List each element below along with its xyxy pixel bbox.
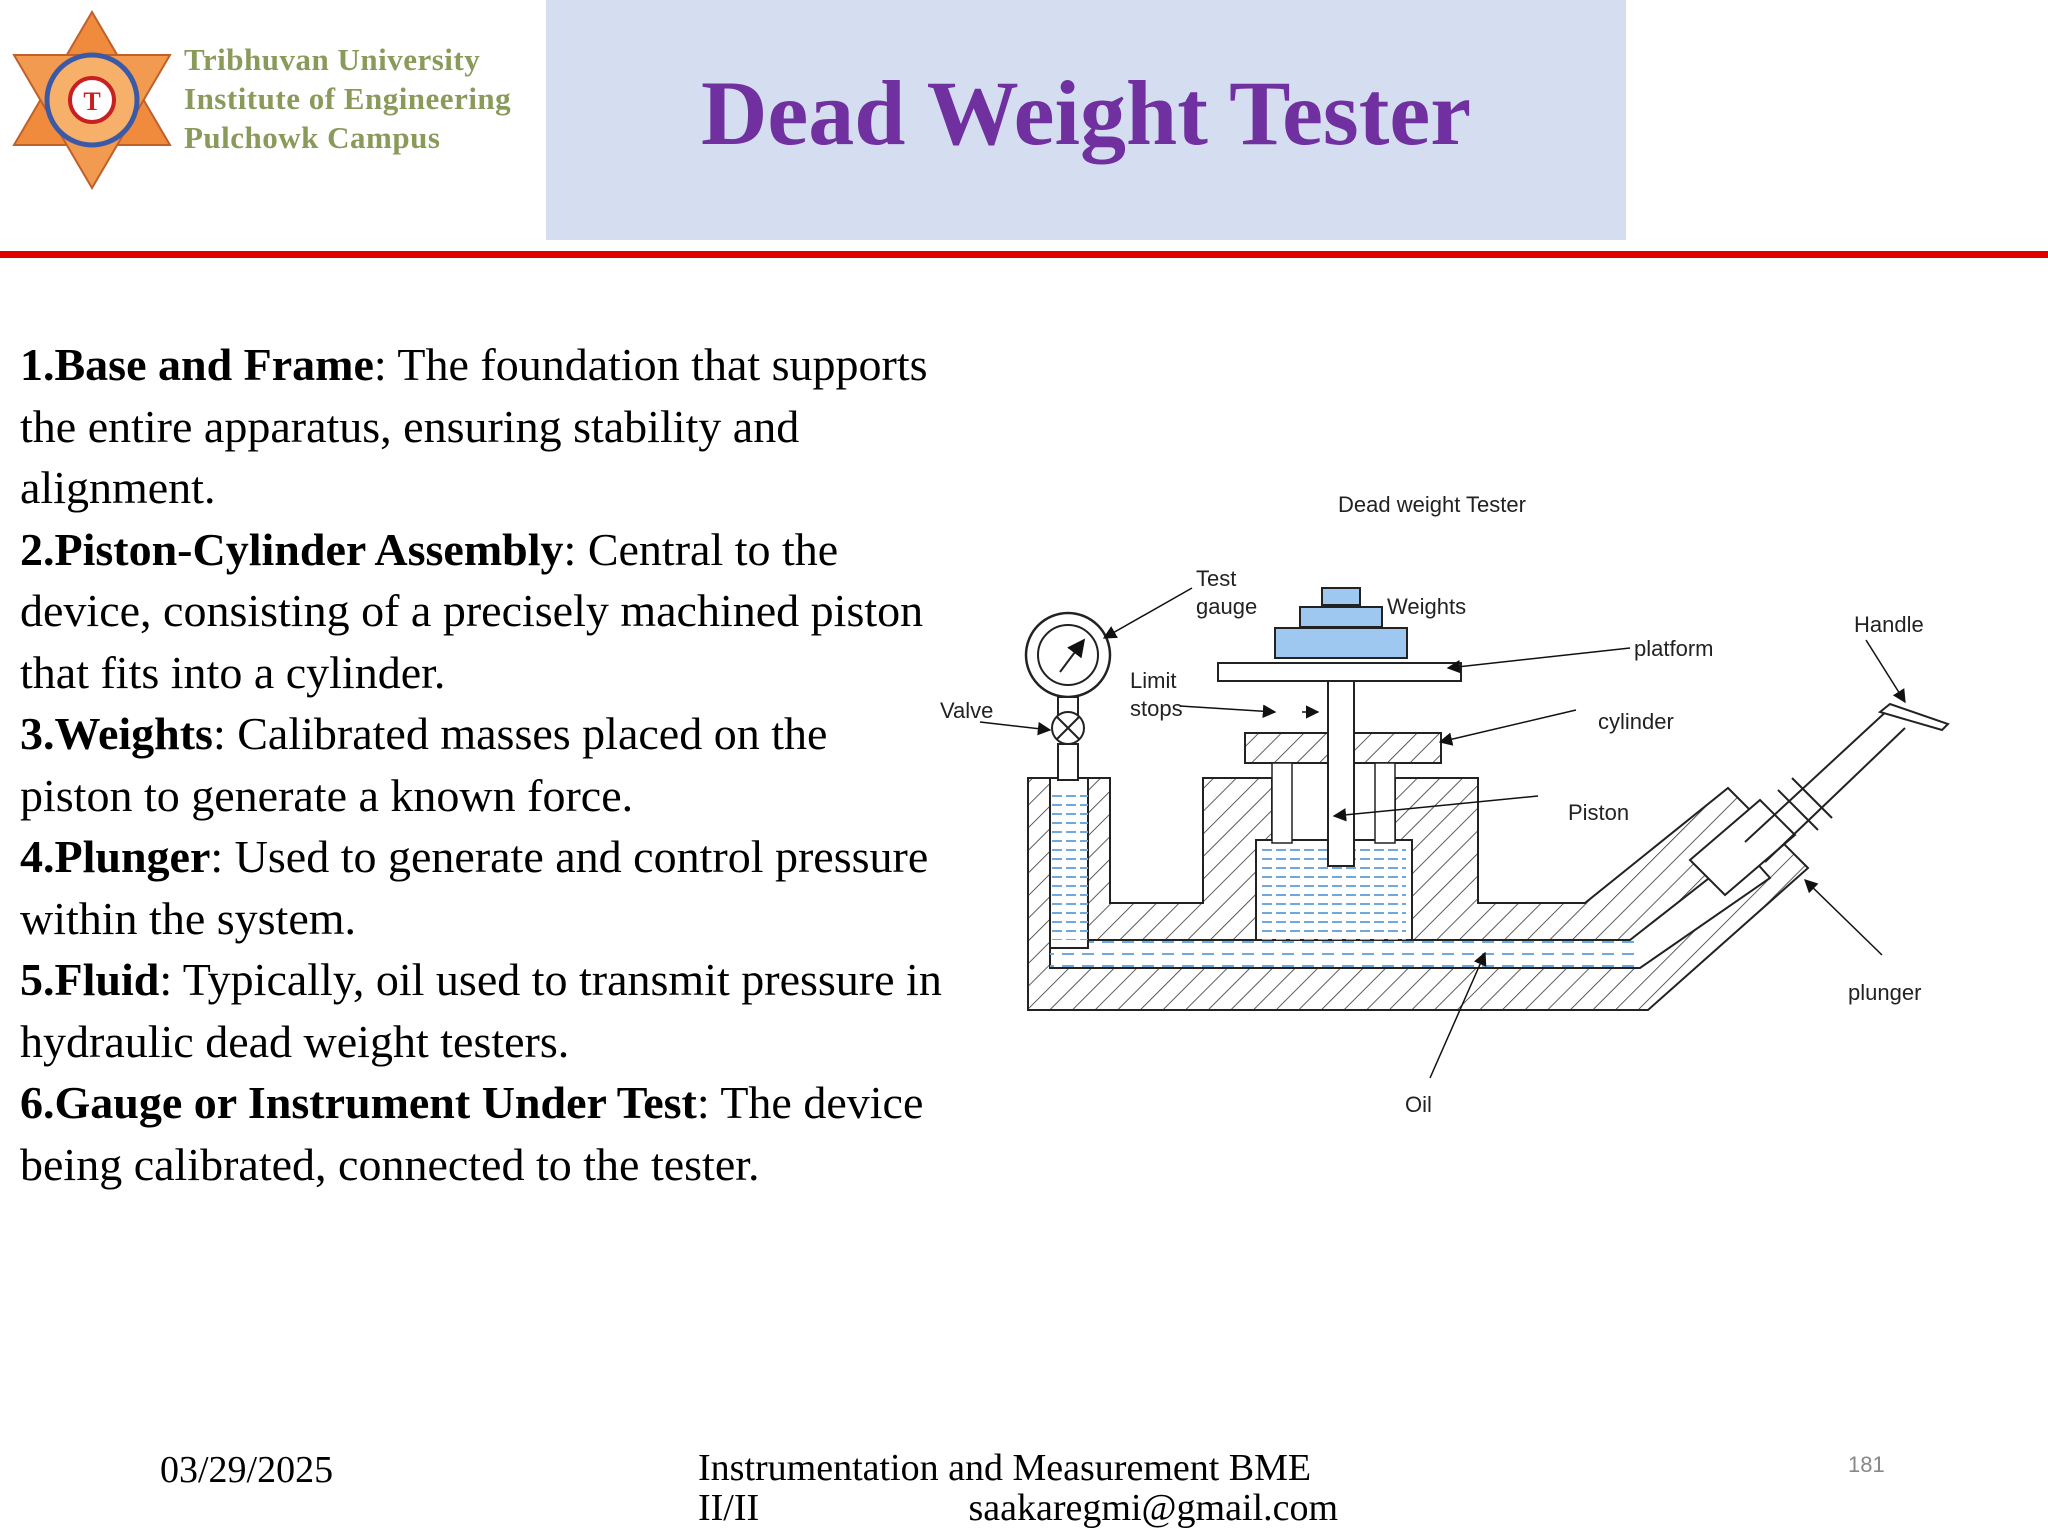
pointer-test-gauge xyxy=(1102,587,1193,639)
label-test: Test xyxy=(1196,566,1236,591)
item-desc: : Calibrated masses placed on the piston… xyxy=(20,708,828,821)
pointer-cylinder xyxy=(1438,709,1577,746)
slide-title: Dead Weight Tester xyxy=(700,62,1472,164)
label-piston: Piston xyxy=(1568,800,1629,825)
logo-line-1: Tribhuvan University xyxy=(184,42,481,77)
item-term: 2.Piston-Cylinder Assembly xyxy=(20,523,564,575)
item-term: 3.Weights xyxy=(20,708,213,759)
pointer-handle xyxy=(1865,639,1906,704)
list-item: 4.Plunger: Used to generate and control … xyxy=(20,826,950,949)
logo-line-2: Institute of Engineering xyxy=(184,81,512,116)
pointer-valve xyxy=(979,721,1052,736)
platform xyxy=(1217,662,1462,682)
weights xyxy=(1274,587,1408,659)
label-handle: Handle xyxy=(1854,612,1924,637)
item-desc: : Typically, oil used to transmit pressu… xyxy=(20,954,942,1067)
base-frame xyxy=(1027,777,1810,1011)
list-item: 1.Base and Frame: The foundation that su… xyxy=(20,334,950,519)
pointer-oil xyxy=(1429,951,1487,1079)
item-term: 5.Fluid xyxy=(20,954,160,1005)
footer-course: Instrumentation and Measurement BME II/I… xyxy=(698,1448,1338,1528)
item-term: 1.Base and Frame xyxy=(20,339,374,390)
item-desc: : The device being calibrated, connected… xyxy=(20,1077,924,1190)
dead-weight-tester-diagram: Dead weight Tester xyxy=(940,492,1950,1117)
footer-course-line1: Instrumentation and Measurement BME xyxy=(698,1447,1312,1489)
label-valve: Valve xyxy=(940,698,993,723)
label-platform: platform xyxy=(1634,636,1713,661)
valve xyxy=(1051,711,1085,781)
footer-semester: II/II xyxy=(698,1487,760,1529)
footer-course-line2: II/II saakaregmi@gmail.com xyxy=(698,1488,1338,1528)
list-item: 5.Fluid: Typically, oil used to transmit… xyxy=(20,949,950,1072)
label-weights: Weights xyxy=(1387,594,1466,619)
header-divider xyxy=(0,251,2048,258)
item-desc: : The foundation that supports the entir… xyxy=(20,339,928,513)
item-desc: : Central to the device, consisting of a… xyxy=(20,523,924,698)
plunger xyxy=(1688,702,1950,897)
footer-date: 03/29/2025 xyxy=(160,1449,334,1491)
pointer-limit-stops xyxy=(1179,704,1277,718)
label-plunger: plunger xyxy=(1848,980,1921,1005)
diagram-title: Dead weight Tester xyxy=(1338,492,1526,517)
component-list: 1.Base and Frame: The foundation that su… xyxy=(20,334,950,1195)
label-oil: Oil xyxy=(1405,1092,1432,1117)
svg-text:T: T xyxy=(83,87,100,116)
list-item: 6.Gauge or Instrument Under Test: The de… xyxy=(20,1072,950,1195)
label-cylinder: cylinder xyxy=(1598,709,1674,734)
item-desc: : Used to generate and control pressure … xyxy=(20,831,929,944)
list-item: 3.Weights: Calibrated masses placed on t… xyxy=(20,703,950,826)
piston xyxy=(1327,679,1355,867)
pointer-platform xyxy=(1446,647,1631,674)
label-stops: stops xyxy=(1130,696,1183,721)
item-term: 4.Plunger xyxy=(20,831,211,882)
pointer-plunger xyxy=(1804,879,1883,956)
item-term: 6.Gauge or Instrument Under Test xyxy=(20,1077,697,1128)
test-gauge xyxy=(1024,611,1112,733)
institution-logo: T Tribhuvan University Institute of Engi… xyxy=(0,0,548,196)
page-number: 181 xyxy=(1848,1452,1885,1477)
tribhuvan-university-emblem: T xyxy=(12,10,172,190)
label-gauge: gauge xyxy=(1196,594,1257,619)
logo-line-3: Pulchowk Campus xyxy=(184,120,441,155)
handle xyxy=(1877,702,1950,732)
label-limit: Limit xyxy=(1130,668,1176,693)
logo-text: Tribhuvan University Institute of Engine… xyxy=(184,40,554,157)
footer-email: saakaregmi@gmail.com xyxy=(968,1487,1338,1529)
pointer-piston xyxy=(1332,795,1539,822)
list-item: 2.Piston-Cylinder Assembly: Central to t… xyxy=(20,519,950,704)
title-panel xyxy=(546,0,1626,240)
